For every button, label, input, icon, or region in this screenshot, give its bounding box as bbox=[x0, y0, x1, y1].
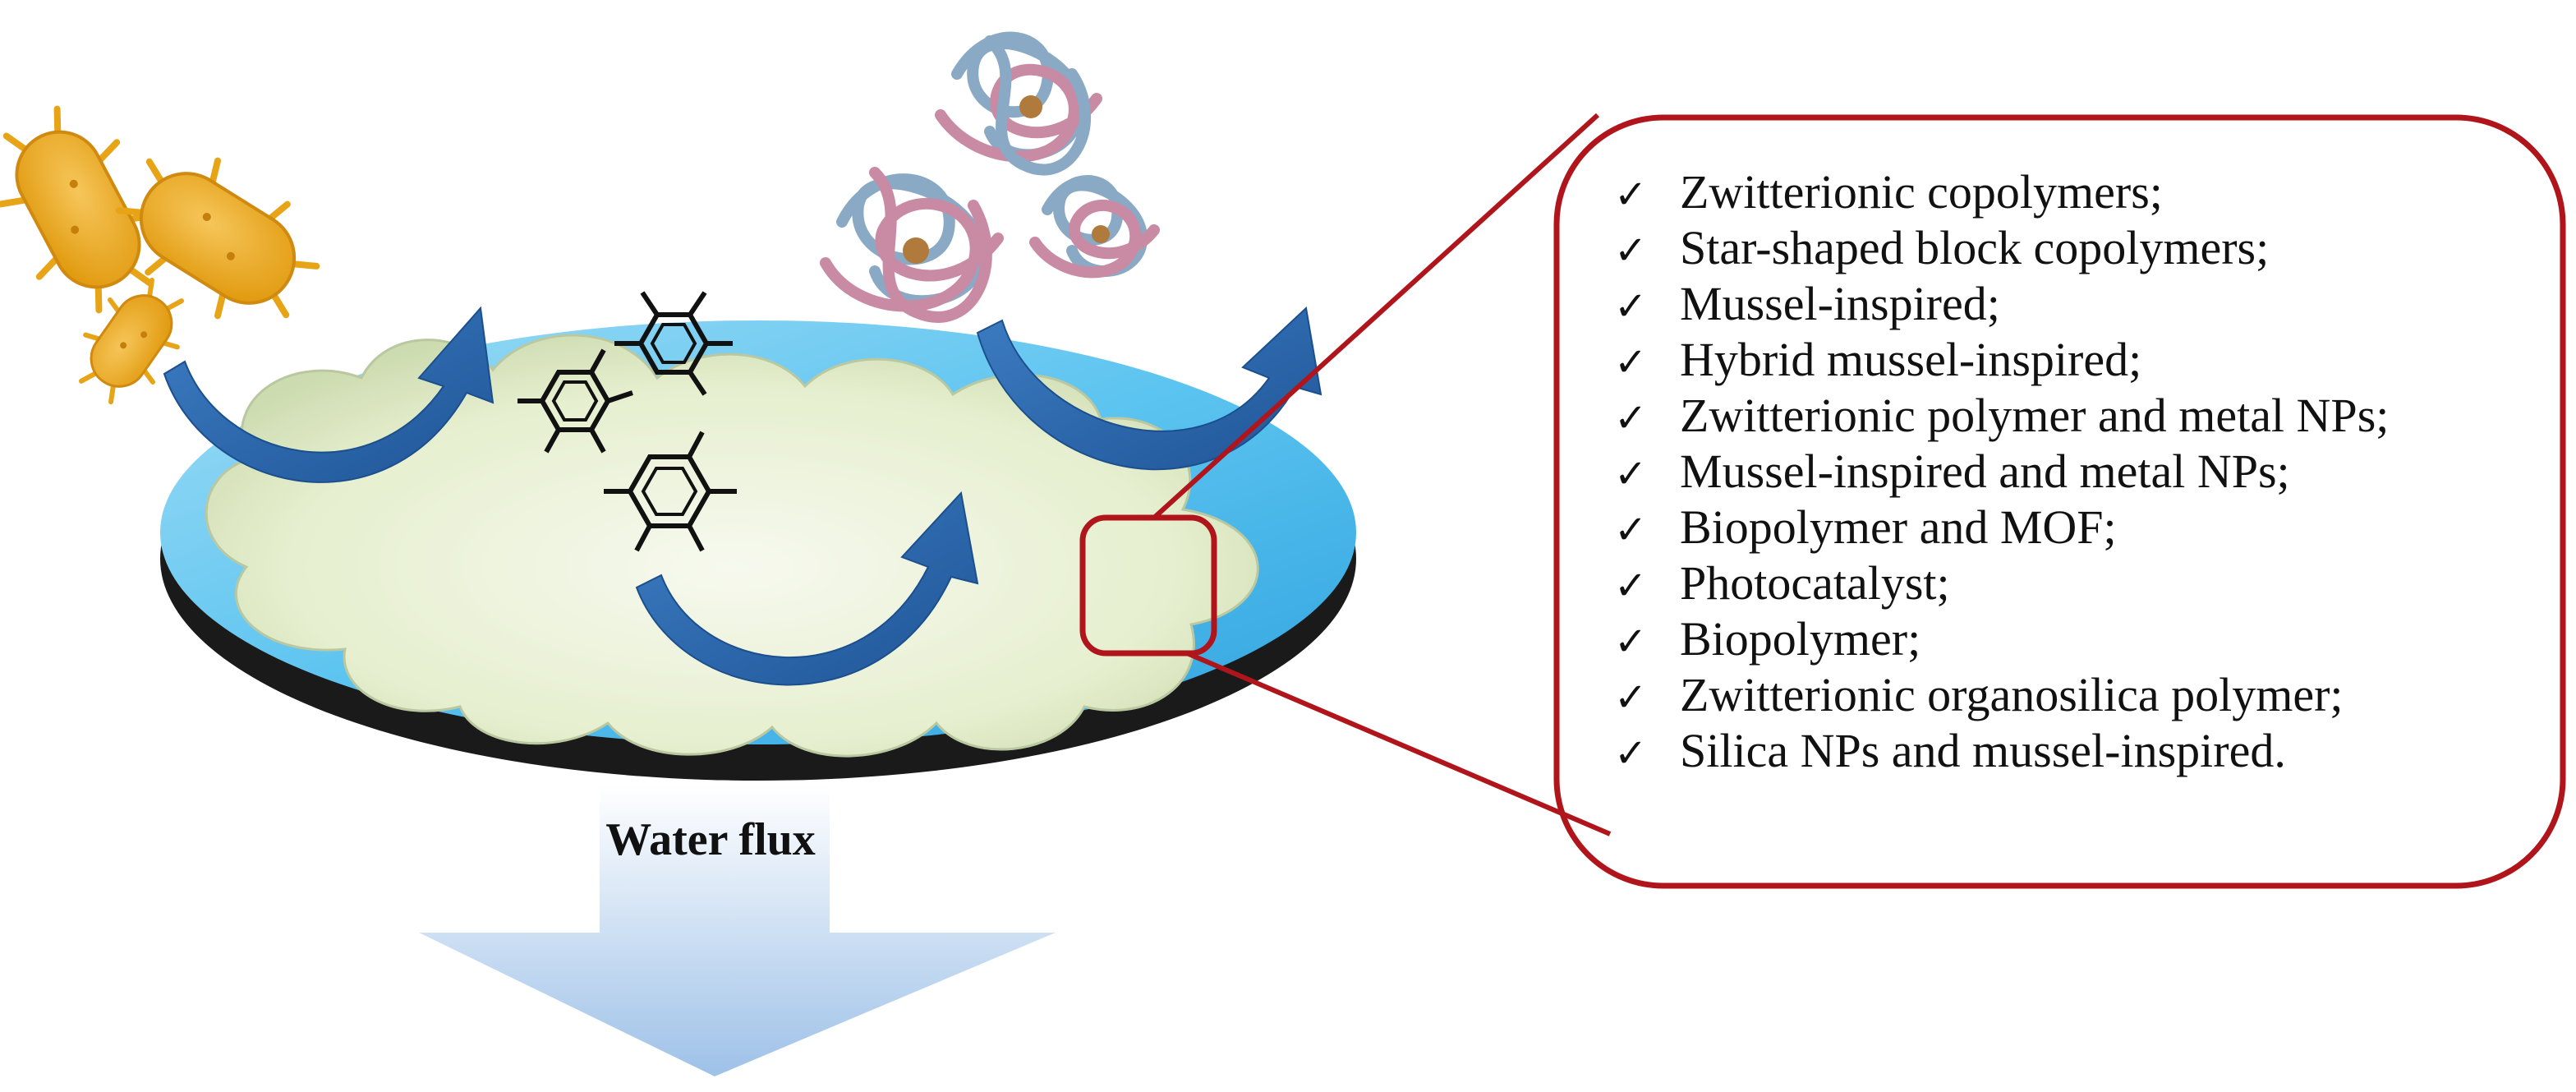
list-item: ✓ Biopolymer; bbox=[1614, 611, 2389, 667]
protein-icon bbox=[820, 31, 1160, 323]
list-item-text: Photocatalyst; bbox=[1680, 556, 1950, 610]
list-item: ✓ Zwitterionic organosilica polymer; bbox=[1614, 667, 2389, 723]
water-flux-arrow bbox=[419, 785, 1056, 1076]
list-item: ✓ Biopolymer and MOF; bbox=[1614, 500, 2389, 555]
list-item-text: Mussel-inspired and metal NPs; bbox=[1680, 445, 2290, 498]
list-item-text: Zwitterionic polymer and metal NPs; bbox=[1680, 389, 2390, 442]
checkmark-icon: ✓ bbox=[1614, 507, 1648, 553]
modification-list: ✓ Zwitterionic copolymers; ✓ Star-shaped b… bbox=[1614, 164, 2389, 779]
list-item: ✓ Silica NPs and mussel-inspired. bbox=[1614, 723, 2389, 779]
water-flux-label: Water flux bbox=[605, 814, 816, 865]
checkmark-icon: ✓ bbox=[1614, 451, 1648, 497]
checkmark-icon: ✓ bbox=[1614, 172, 1648, 218]
checkmark-icon: ✓ bbox=[1614, 563, 1648, 609]
list-item-text: Hybrid mussel-inspired; bbox=[1680, 333, 2142, 386]
zoom-callout bbox=[1079, 113, 2566, 889]
list-item: ✓ Mussel-inspired; bbox=[1614, 276, 2389, 332]
checkmark-icon: ✓ bbox=[1614, 730, 1648, 776]
list-item: ✓ Zwitterionic polymer and metal NPs; bbox=[1614, 388, 2389, 444]
list-item: ✓ Star-shaped block copolymers; bbox=[1614, 220, 2389, 276]
repel-arrow-icon bbox=[163, 306, 1322, 686]
checkmark-icon: ✓ bbox=[1614, 339, 1648, 385]
list-item-text: Zwitterionic copolymers; bbox=[1680, 165, 2163, 219]
molecule-icon bbox=[518, 291, 737, 552]
list-item-text: Biopolymer; bbox=[1680, 612, 1921, 666]
checkmark-icon: ✓ bbox=[1614, 675, 1648, 721]
list-item-text: Mussel-inspired; bbox=[1680, 277, 2000, 330]
list-item-text: Silica NPs and mussel-inspired. bbox=[1680, 724, 2286, 777]
checkmark-icon: ✓ bbox=[1614, 283, 1648, 329]
list-item: ✓ Mussel-inspired and metal NPs; bbox=[1614, 444, 2389, 500]
cloud-layer bbox=[205, 334, 1259, 758]
checkmark-icon: ✓ bbox=[1614, 228, 1648, 274]
checkmark-icon: ✓ bbox=[1614, 395, 1648, 441]
list-item-text: Star-shaped block copolymers; bbox=[1680, 221, 2270, 274]
list-item-text: Biopolymer and MOF; bbox=[1680, 500, 2117, 554]
list-item: ✓ Hybrid mussel-inspired; bbox=[1614, 332, 2389, 388]
checkmark-icon: ✓ bbox=[1614, 619, 1648, 665]
list-item: ✓ Zwitterionic copolymers; bbox=[1614, 164, 2389, 220]
bacteria-icon bbox=[0, 105, 320, 405]
list-item: ✓ Photocatalyst; bbox=[1614, 555, 2389, 611]
list-item-text: Zwitterionic organosilica polymer; bbox=[1680, 668, 2344, 721]
